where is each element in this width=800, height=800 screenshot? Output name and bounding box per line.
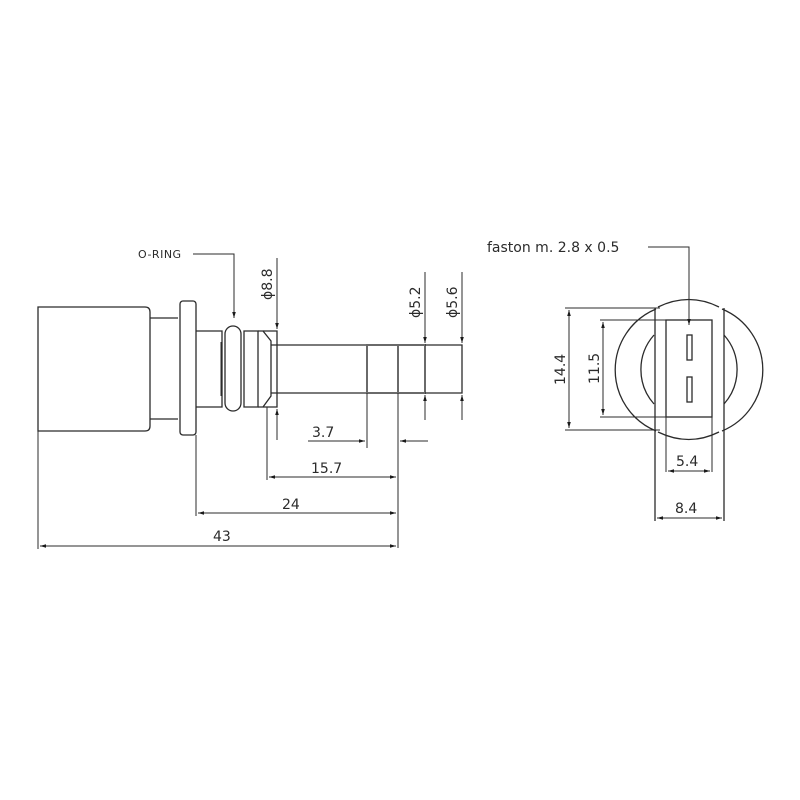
dim-height-14-4: 14.4 [553,307,660,431]
label-w54: 5.4 [676,454,698,470]
dim-length-3-7: 3.7 [308,393,428,548]
pin [271,344,366,394]
faston-label: faston m. 2.8 x 0.5 [487,240,619,256]
neck [150,317,178,420]
dim-length-43: 43 [37,431,396,549]
label-l24: 24 [282,497,300,513]
label-h115: 11.5 [587,353,603,384]
shaft-segment [196,330,223,408]
dim-diameter-5-2: ϕ5.2 [408,272,427,420]
pin-sleeve-1 [366,344,399,394]
label-d56: ϕ5.6 [445,286,461,318]
chamfered-end [258,330,272,408]
dim-diameter-5-6: ϕ5.6 [445,272,464,420]
faston-callout: faston m. 2.8 x 0.5 [487,240,691,325]
dim-height-11-5: 11.5 [587,319,666,418]
label-d52: ϕ5.2 [408,287,424,319]
oring-label: O-RING [138,248,182,261]
body-housing [37,306,151,432]
dim-length-15-7: 15.7 [266,440,396,480]
dim-length-24: 24 [195,435,396,516]
label-h144: 14.4 [553,354,569,385]
faston-blade-1 [686,334,693,361]
dim-diameter-8-8: ϕ8.8 [260,258,279,440]
dim-width-8-4: 8.4 [657,501,722,520]
label-l43: 43 [213,529,231,545]
label-w84: 8.4 [675,501,697,517]
dim-width-5-4: 5.4 [668,454,710,473]
flange [179,300,197,436]
label-d88: ϕ8.8 [260,269,276,301]
pin-sleeve-2 [397,344,426,394]
label-l37: 3.7 [312,425,334,441]
oring-callout: O-RING [138,248,236,318]
outer-ring [614,308,764,432]
o-ring [224,325,242,412]
side-view [37,300,463,436]
end-view [614,298,764,521]
label-l157: 15.7 [311,461,342,477]
faston-blade-2 [686,376,693,403]
